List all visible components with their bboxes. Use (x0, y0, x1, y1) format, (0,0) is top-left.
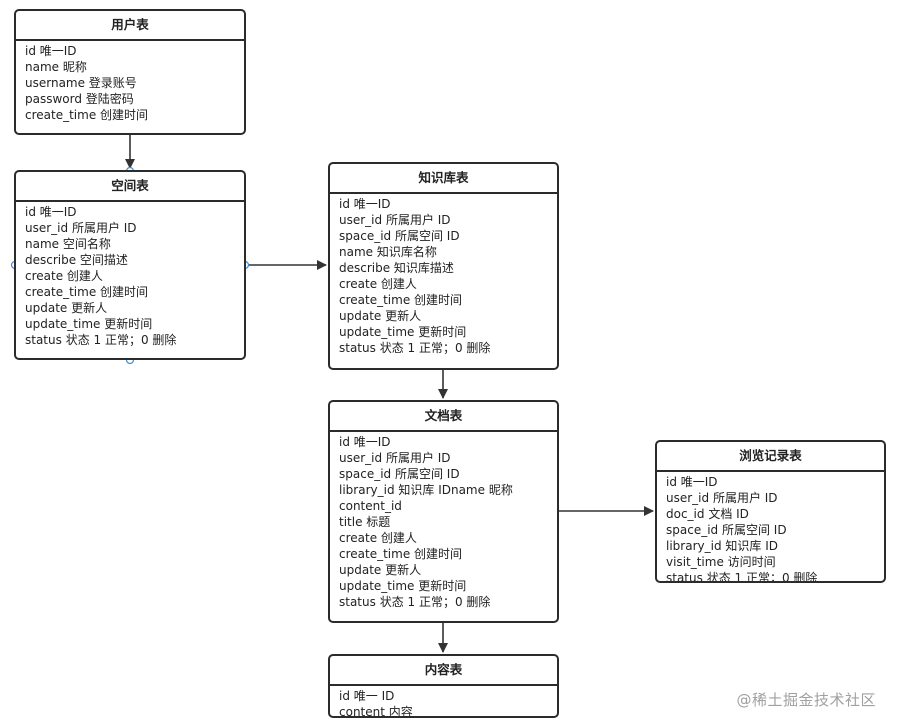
field-row: status 状态 1 正常；0 删除 (25, 333, 177, 347)
table-visit[interactable]: 浏览记录表 id 唯一ID user_id 所属用户 ID doc_id 文档 … (655, 440, 886, 583)
field-list: id 唯一ID user_id 所属用户 ID space_id 所属空间 ID… (330, 194, 557, 356)
field-row: username 登录账号 (25, 76, 137, 90)
field-row: create_time 创建时间 (339, 293, 463, 307)
field-row: content_id (339, 499, 402, 513)
field-row: name 空间名称 (25, 237, 111, 251)
field-row: title 标题 (339, 515, 391, 529)
field-row: create 创建人 (25, 269, 103, 283)
field-row: update 更新人 (339, 309, 422, 323)
field-row: status 状态 1 正常；0 删除 (339, 595, 491, 609)
table-title: 用户表 (16, 11, 244, 41)
field-row: id 唯一ID (339, 197, 391, 211)
field-row: create 创建人 (339, 277, 417, 291)
field-row: name 知识库名称 (339, 245, 437, 259)
field-row: name 昵称 (25, 60, 87, 74)
field-row: library_id 知识库 IDname 昵称 (339, 483, 513, 497)
field-row: password 登陆密码 (25, 92, 134, 106)
table-title: 内容表 (330, 656, 557, 686)
field-list: id 唯一ID user_id 所属用户 ID doc_id 文档 ID spa… (657, 472, 884, 583)
field-row: visit_time 访问时间 (666, 555, 776, 569)
field-row: describe 知识库描述 (339, 261, 454, 275)
table-content[interactable]: 内容表 id 唯一 ID content 内容 (328, 654, 559, 718)
field-row: space_id 所属空间 ID (666, 523, 787, 537)
field-list: id 唯一ID name 昵称 username 登录账号 password 登… (16, 41, 244, 123)
field-row: library_id 知识库 ID (666, 539, 778, 553)
field-row: id 唯一 ID (339, 689, 395, 703)
field-row: content 内容 (339, 705, 413, 718)
field-row: id 唯一ID (25, 44, 77, 58)
field-row: status 状态 1 正常；0 删除 (666, 571, 818, 583)
field-row: user_id 所属用户 ID (339, 213, 451, 227)
table-title: 文档表 (330, 402, 557, 432)
table-user[interactable]: 用户表 id 唯一ID name 昵称 username 登录账号 passwo… (14, 9, 246, 135)
field-row: update_time 更新时间 (25, 317, 153, 331)
field-row: doc_id 文档 ID (666, 507, 749, 521)
field-row: create_time 创建时间 (25, 108, 149, 122)
field-row: update 更新人 (25, 301, 108, 315)
field-row: status 状态 1 正常；0 删除 (339, 341, 491, 355)
field-row: id 唯一ID (339, 435, 391, 449)
field-row: id 唯一ID (666, 475, 718, 489)
field-row: update 更新人 (339, 563, 422, 577)
watermark: @稀土掘金技术社区 (736, 691, 876, 709)
field-row: id 唯一ID (25, 205, 77, 219)
field-row: create_time 创建时间 (25, 285, 149, 299)
field-list: id 唯一ID user_id 所属用户 ID name 空间名称 descri… (16, 202, 244, 348)
field-row: describe 空间描述 (25, 253, 128, 267)
field-row: update_time 更新时间 (339, 579, 467, 593)
field-row: space_id 所属空间 ID (339, 467, 460, 481)
field-row: update_time 更新时间 (339, 325, 467, 339)
table-title: 空间表 (16, 172, 244, 202)
field-row: space_id 所属空间 ID (339, 229, 460, 243)
table-library[interactable]: 知识库表 id 唯一ID user_id 所属用户 ID space_id 所属… (328, 162, 559, 370)
field-row: user_id 所属用户 ID (339, 451, 451, 465)
field-list: id 唯一ID user_id 所属用户 ID space_id 所属空间 ID… (330, 432, 557, 610)
table-doc[interactable]: 文档表 id 唯一ID user_id 所属用户 ID space_id 所属空… (328, 400, 559, 623)
field-row: create_time 创建时间 (339, 547, 463, 561)
field-row: user_id 所属用户 ID (666, 491, 778, 505)
field-list: id 唯一 ID content 内容 (330, 686, 557, 718)
field-row: create 创建人 (339, 531, 417, 545)
table-title: 浏览记录表 (657, 442, 884, 472)
table-title: 知识库表 (330, 164, 557, 194)
table-space[interactable]: 空间表 id 唯一ID user_id 所属用户 ID name 空间名称 de… (14, 170, 246, 360)
field-row: user_id 所属用户 ID (25, 221, 137, 235)
